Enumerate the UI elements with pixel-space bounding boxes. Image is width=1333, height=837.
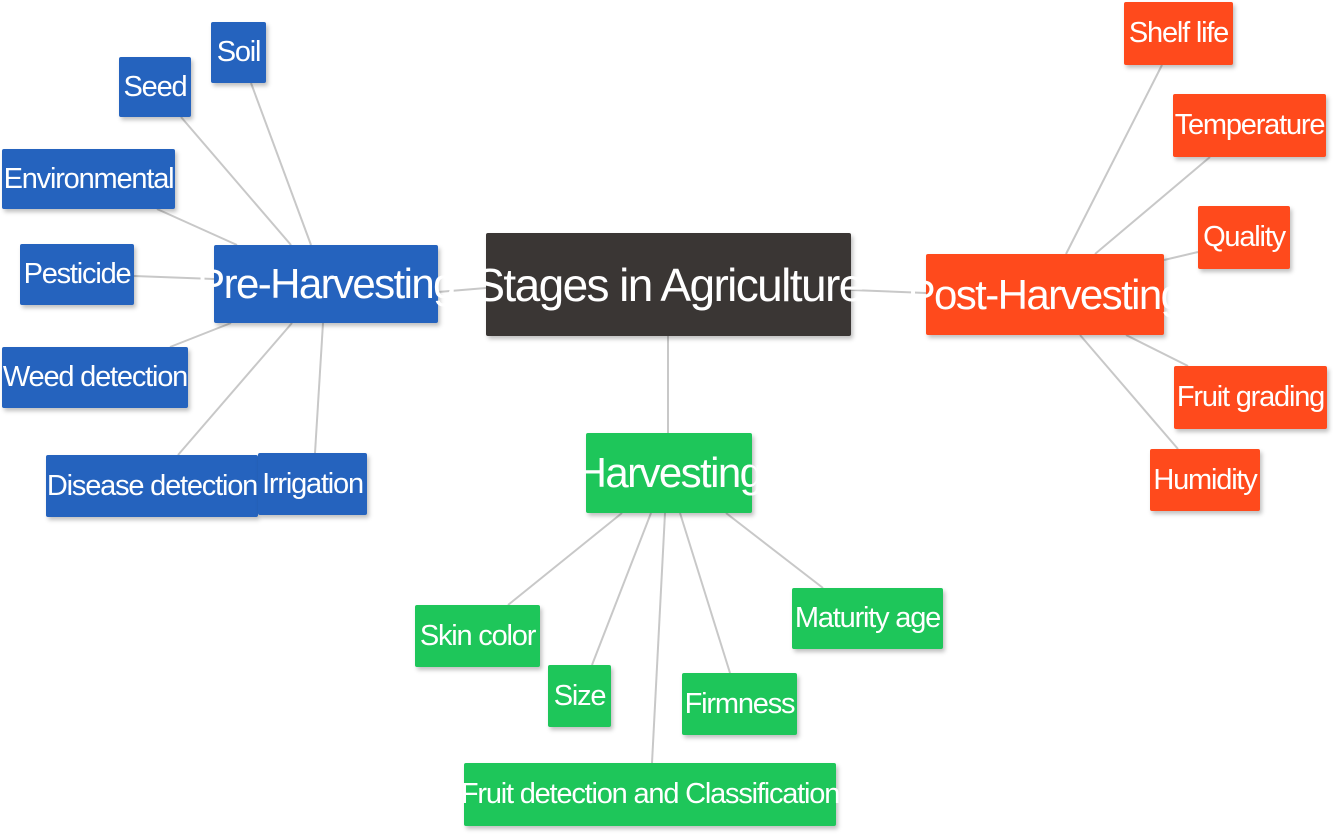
disease-detection-node: Disease detection xyxy=(46,455,258,517)
size-node: Size xyxy=(548,665,611,727)
environmental-node: Environmental xyxy=(2,149,175,209)
pesticide-node: Pesticide xyxy=(20,244,134,305)
pre-harvesting-node: Pre-Harvesting xyxy=(197,245,456,323)
link-weed-detection xyxy=(169,322,232,348)
skin-color-node: Skin color xyxy=(415,605,540,667)
link-pre-harvesting xyxy=(437,287,487,293)
link-post-harvesting xyxy=(850,289,927,294)
shelf-life-node: Shelf life xyxy=(1124,2,1233,65)
link-humidity xyxy=(1079,334,1179,450)
root-node: Stages in Agriculture xyxy=(474,233,864,336)
link-fruit-detection xyxy=(651,512,666,764)
harvesting-node: Harvesting xyxy=(577,433,763,513)
link-environmental xyxy=(156,208,238,246)
firmness-node: Firmness xyxy=(682,673,797,735)
link-shelf-life xyxy=(1065,64,1163,255)
link-fruit-grading xyxy=(1125,334,1189,367)
link-pesticide xyxy=(133,275,215,280)
link-size xyxy=(591,512,652,666)
link-disease-detection xyxy=(177,322,293,456)
irrigation-node: Irrigation xyxy=(258,453,367,515)
quality-node: Quality xyxy=(1198,206,1290,269)
soil-node: Soil xyxy=(211,22,266,83)
link-maturity-age xyxy=(725,512,824,589)
link-soil xyxy=(250,82,312,246)
fruit-grading-node: Fruit grading xyxy=(1174,366,1327,429)
link-seed xyxy=(180,116,292,246)
maturity-age-node: Maturity age xyxy=(792,588,943,649)
seed-node: Seed xyxy=(119,57,191,117)
post-harvesting-node: Post-Harvesting xyxy=(908,254,1184,335)
humidity-node: Humidity xyxy=(1150,449,1260,511)
weed-detection-node: Weed detection xyxy=(2,347,188,408)
link-firmness xyxy=(679,512,731,674)
temperature-node: Temperature xyxy=(1173,94,1326,157)
link-irrigation xyxy=(314,322,324,454)
fruit-detection-node: Fruit detection and Classification xyxy=(461,763,840,826)
link-quality xyxy=(1163,251,1199,261)
link-skin-color xyxy=(507,512,623,606)
link-temperature xyxy=(1094,156,1211,255)
